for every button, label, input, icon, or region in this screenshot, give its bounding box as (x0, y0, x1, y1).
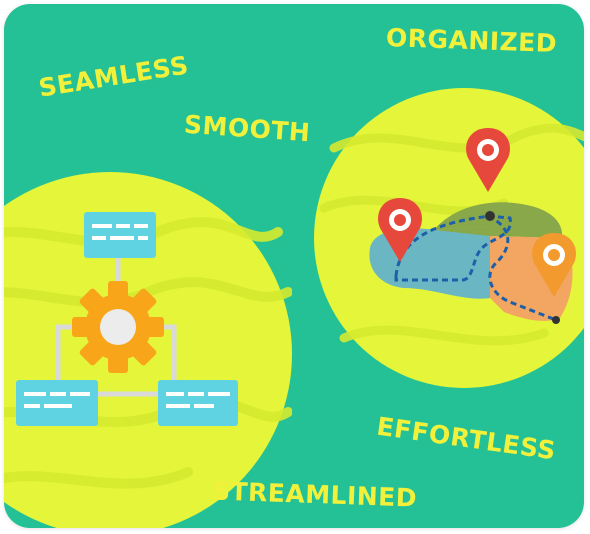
right-circle (314, 88, 584, 388)
word-effortless: EFFORTLESS (374, 411, 558, 466)
banner-card: SEAMLESS SMOOTH ORGANIZED EFFORTLESS STR… (4, 4, 584, 528)
workflow-gear-icon (16, 212, 238, 426)
map-route-pins-icon (369, 128, 576, 324)
word-organized: ORGANIZED (385, 23, 558, 58)
left-circle (4, 172, 292, 528)
word-smooth: SMOOTH (183, 109, 312, 148)
word-seamless: SEAMLESS (36, 50, 191, 103)
